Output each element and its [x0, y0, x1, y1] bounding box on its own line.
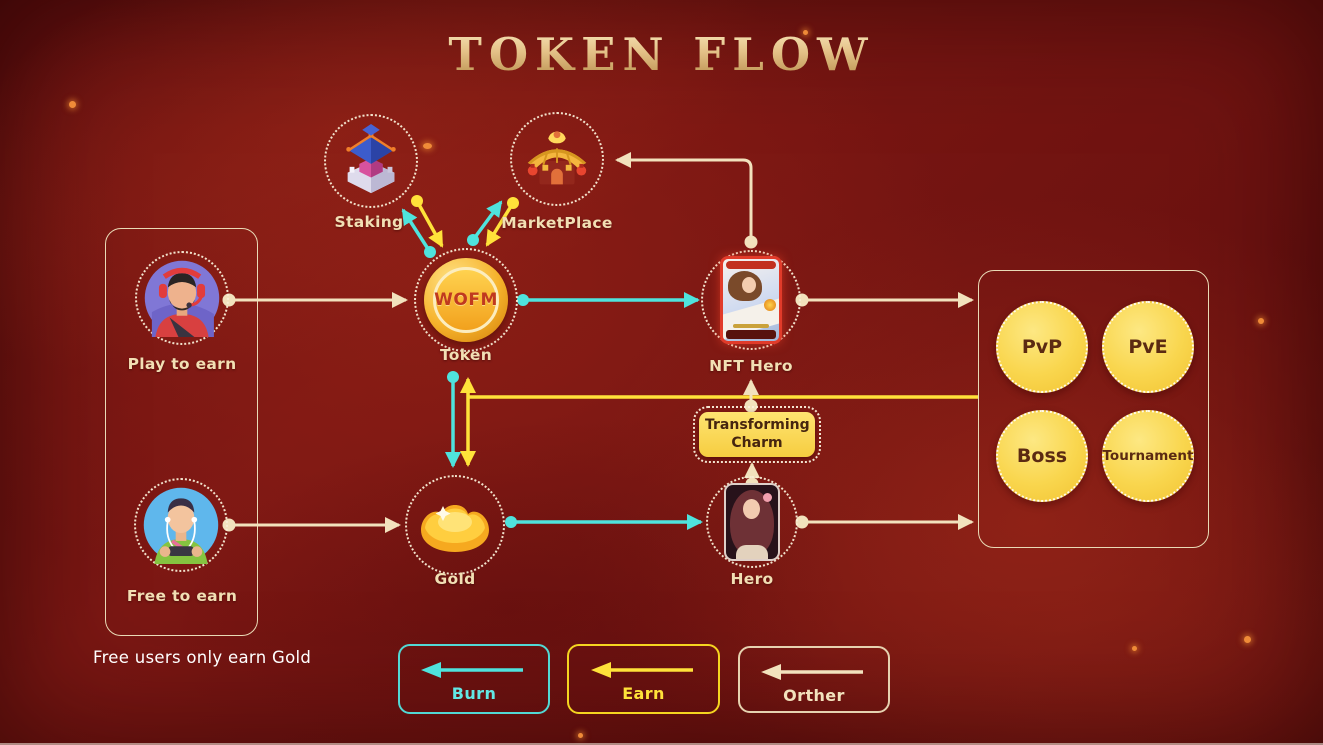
burn-token-to-marketplace-arrow	[467, 200, 503, 246]
burn-gold-to-hero-arrow	[505, 514, 703, 530]
free-to-earn-avatar	[143, 487, 219, 564]
legend-earn: Earn	[567, 644, 720, 714]
burn-token-to-gold-arrow	[445, 371, 461, 468]
marketplace-icon	[527, 131, 587, 185]
free-to-earn-label: Free to earn	[126, 587, 238, 605]
nft-hero-card-icon	[720, 256, 782, 344]
ember-particle	[1132, 646, 1137, 651]
earn-marketplace-to-token-arrow	[485, 197, 519, 247]
staking-label: Staking	[334, 213, 404, 231]
token-label: Token	[439, 346, 493, 364]
token-coin-icon: WOFM	[424, 258, 508, 342]
legend-other: Orther	[738, 646, 890, 713]
token-node: WOFM	[414, 248, 518, 352]
hero-portrait-icon	[724, 483, 780, 561]
earn-staking-to-token-arrow	[411, 195, 444, 248]
other-nfthero-to-gamemodes-arrow	[795, 292, 974, 308]
burn-token-to-staking-arrow	[401, 208, 436, 258]
ember-particle	[1244, 636, 1251, 643]
hero-ring	[706, 476, 798, 568]
gamemode-pve: PvE	[1102, 301, 1194, 393]
free-to-earn-ring	[134, 478, 228, 572]
ember-particle	[69, 101, 76, 108]
token-ring: WOFM	[414, 248, 518, 352]
marketplace-node	[510, 112, 604, 206]
earn-gamemodes-to-token-and-gold-arrow	[460, 377, 978, 467]
marketplace-label: MarketPlace	[501, 214, 613, 232]
nft-hero-node	[701, 250, 801, 350]
play-to-earn-avatar	[144, 260, 220, 337]
legend-earn-label: Earn	[622, 684, 665, 703]
token-coin-text: WOFM	[434, 290, 498, 310]
other-nfthero-to-marketplace-arrow	[615, 152, 758, 249]
ember-particle	[578, 733, 583, 738]
transforming-charm-node: Transforming Charm	[693, 406, 821, 463]
staking-icon	[346, 124, 396, 194]
free-to-earn-node	[134, 478, 228, 572]
other-arrow-icon	[761, 664, 863, 680]
gold-ingot-icon	[421, 505, 489, 552]
earn-arrow-icon	[590, 662, 693, 678]
play-to-earn-label: Play to earn	[127, 355, 237, 373]
other-charm-to-nfthero-arrow	[743, 379, 759, 413]
staking-ring	[324, 114, 418, 208]
burn-token-to-nfthero-arrow	[517, 292, 700, 308]
nft-hero-ring	[701, 250, 801, 350]
ember-particle	[803, 30, 808, 35]
other-hero-to-gamemodes-arrow	[795, 514, 974, 530]
gamemode-pvp: PvP	[996, 301, 1088, 393]
marketplace-ring	[510, 112, 604, 206]
ember-particle	[1258, 318, 1264, 324]
other-free-to-gold-arrow	[222, 517, 401, 533]
play-to-earn-ring	[135, 251, 229, 345]
staking-node	[324, 114, 418, 208]
gamemode-boss: Boss	[996, 410, 1088, 502]
play-to-earn-node	[135, 251, 229, 345]
players-group-box	[105, 228, 258, 636]
token-coin-face: WOFM	[433, 267, 499, 333]
gold-node	[405, 475, 505, 575]
game-modes-box	[978, 270, 1209, 548]
gold-label: Gold	[434, 570, 476, 588]
other-play-to-token-arrow	[222, 292, 408, 308]
nft-hero-label: NFT Hero	[709, 357, 793, 375]
page-title: TOKEN FLOW	[0, 28, 1323, 81]
legend-other-label: Orther	[783, 686, 845, 705]
gamemode-tournament: Tournament	[1102, 410, 1194, 502]
burn-arrow-icon	[421, 662, 523, 678]
legend-burn-label: Burn	[451, 684, 497, 703]
legend-burn: Burn	[398, 644, 550, 714]
ember-particle	[423, 143, 432, 149]
hero-label: Hero	[730, 570, 774, 588]
hero-node	[706, 476, 798, 568]
bottom-edge-line	[0, 743, 1323, 745]
gold-ring	[405, 475, 505, 575]
free-users-note: Free users only earn Gold	[93, 648, 312, 667]
